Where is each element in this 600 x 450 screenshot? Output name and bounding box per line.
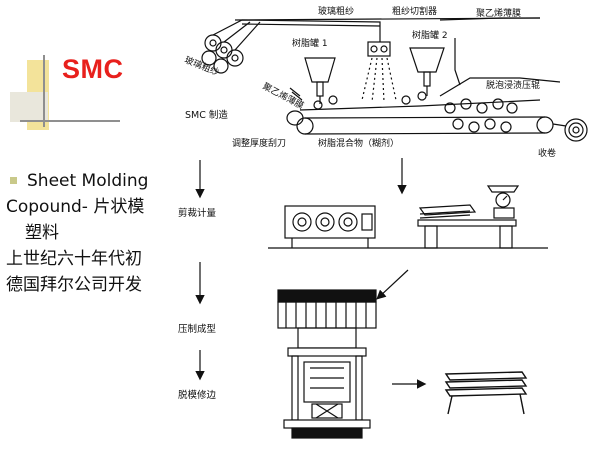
conveyor-belt (296, 99, 554, 135)
bullet-line-4: 上世纪六十年代初 (6, 249, 142, 269)
bullet-line-2: Copound- 片状模 (6, 197, 145, 217)
label-doctor-blade: 调整厚度刮刀 (232, 137, 286, 149)
arrow-diagonal (376, 269, 409, 300)
label-wind-up: 收卷 (538, 147, 556, 159)
resin-tank-2 (409, 47, 445, 96)
label-resin-tank-1: 树脂罐 1 (292, 37, 328, 49)
slide-title: SMC (62, 54, 124, 84)
stage-compression-molding: 压制成型 (178, 323, 217, 335)
stage-smc-manufacture: SMC 制造 (185, 109, 228, 121)
bullet-marker (10, 176, 17, 184)
label-roving-cutter: 粗纱切割器 (392, 5, 437, 17)
stage-cut-weigh: 剪裁计量 (178, 207, 217, 219)
stage-demold-trim: 脱模修边 (178, 389, 217, 401)
deco-pale-square (10, 92, 48, 122)
bullet-line-3: 塑料 (25, 223, 59, 243)
degas-rollers (444, 98, 518, 133)
bullet-line-1: Sheet Molding (6, 168, 186, 194)
deco-gray-hline (20, 120, 120, 122)
cutting-station (268, 185, 548, 249)
finished-part (444, 371, 528, 415)
bullet-line-5: 德国拜尔公司开发 (6, 275, 142, 295)
label-degas-rollers: 脱泡浸渍压辊 (486, 79, 540, 91)
label-glass-roving-top: 玻璃粗纱 (318, 5, 354, 17)
smc-machine (201, 17, 588, 142)
roving-cutter (367, 41, 391, 57)
flow-arrows (195, 158, 427, 389)
deco-gray-vline (43, 55, 45, 127)
bullet-text: Sheet Molding Copound- 片状模 塑料 上世纪六十年代初 德… (6, 168, 186, 298)
compression-press (277, 289, 377, 439)
wind-up-roll (552, 118, 588, 142)
chopped-fibers (361, 57, 397, 103)
resin-tank-1 (304, 57, 336, 104)
label-resin-tank-2: 树脂罐 2 (412, 29, 448, 41)
label-resin-paste: 树脂混合物（糊剂） (318, 137, 399, 149)
label-pe-film-top: 聚乙烯薄膜 (476, 7, 521, 19)
